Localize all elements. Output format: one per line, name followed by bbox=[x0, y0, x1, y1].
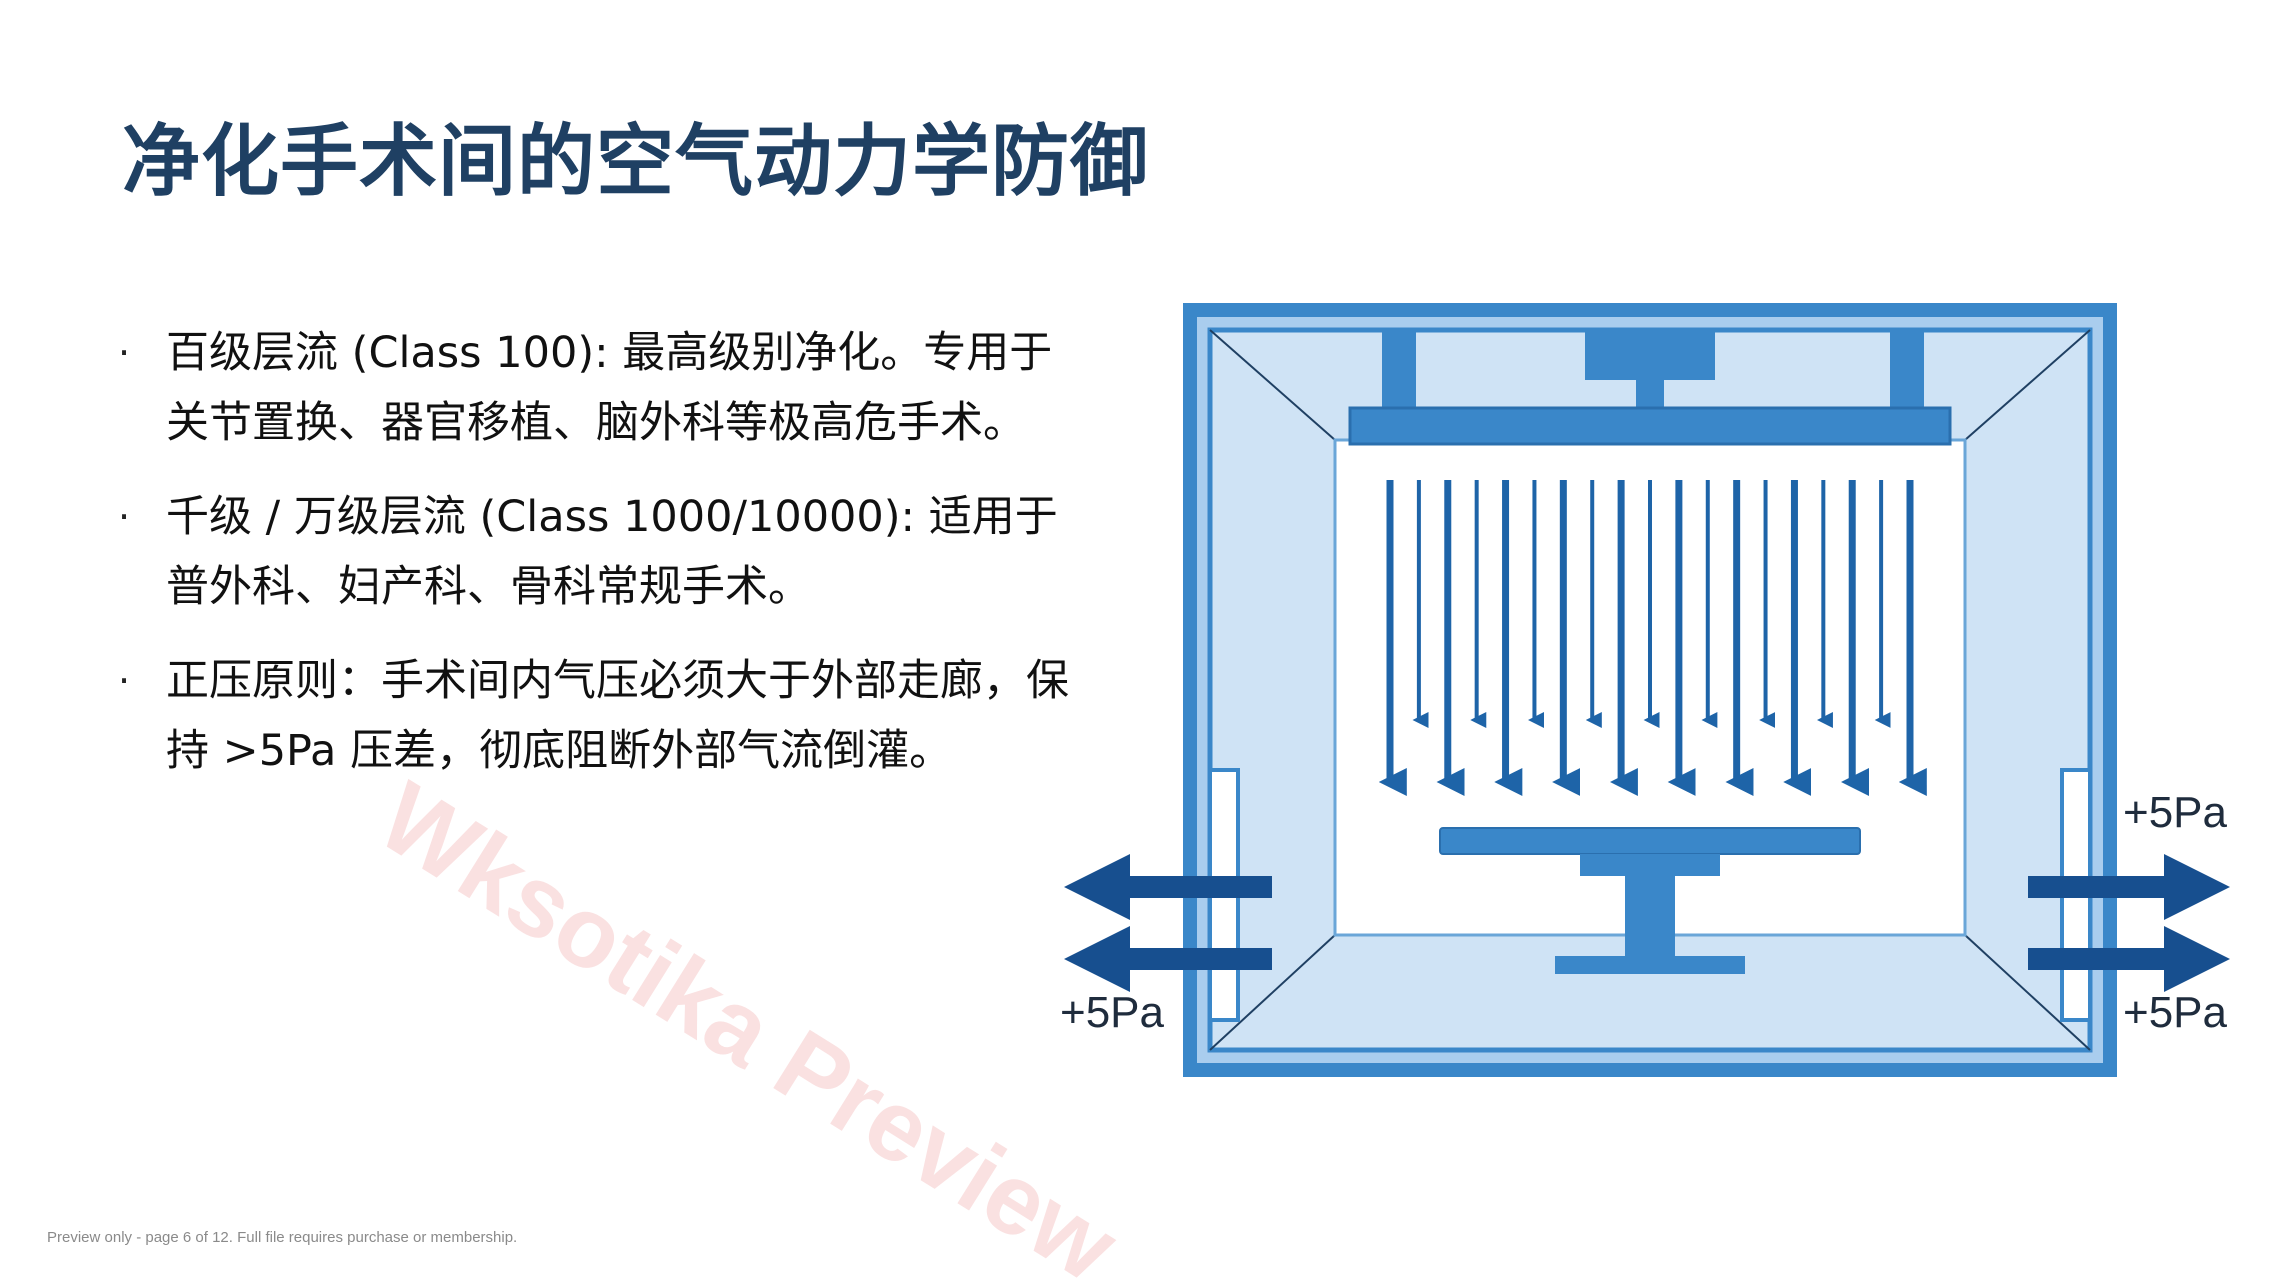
left-outflow-arrow bbox=[1064, 926, 1272, 992]
bullet-item-class-100: · 百级层流 (Class 100): 最高级别净化。专用于关节置换、器官移植、… bbox=[118, 318, 1078, 458]
operating-table-neck bbox=[1580, 854, 1720, 876]
bullet-text: 百级层流 (Class 100): 最高级别净化。专用于关节置换、器官移植、脑外… bbox=[166, 328, 1053, 448]
perspective-line bbox=[1964, 329, 2091, 441]
laminar-flow-room-diagram: +5Pa +5Pa +5Pa bbox=[1060, 300, 2240, 1080]
ceiling-support-left bbox=[1382, 330, 1416, 410]
laminar-flow-diffuser bbox=[1348, 406, 1952, 446]
slide-title: 净化手术间的空气动力学防御 bbox=[122, 117, 1150, 207]
right-outflow-arrow bbox=[2028, 854, 2230, 920]
ceiling-support-right bbox=[1890, 330, 1924, 410]
bullet-dot-icon: · bbox=[118, 659, 131, 703]
bullet-text: 千级 / 万级层流 (Class 1000/10000): 适用于普外科、妇产科… bbox=[166, 492, 1058, 612]
footer-note: Preview only - page 6 of 12. Full file r… bbox=[47, 1229, 518, 1246]
bullet-dot-icon: · bbox=[118, 495, 131, 539]
perspective-line bbox=[1209, 329, 1336, 441]
bullet-dot-icon: · bbox=[118, 331, 131, 375]
operating-table-top bbox=[1439, 827, 1861, 855]
pressure-label-right-bottom: +5Pa bbox=[2123, 988, 2227, 1037]
pressure-label-left: +5Pa bbox=[1060, 988, 1164, 1037]
pressure-label-right-top: +5Pa bbox=[2123, 788, 2227, 837]
laminar-flow-svg bbox=[1064, 303, 2230, 1077]
laminar-flow-arrows bbox=[1378, 480, 1927, 796]
bullet-list: · 百级层流 (Class 100): 最高级别净化。专用于关节置换、器官移植、… bbox=[118, 318, 1078, 786]
ceiling-center-block bbox=[1585, 330, 1715, 380]
operating-table-base bbox=[1555, 956, 1745, 974]
preview-watermark: Wksotika Preview bbox=[360, 760, 1136, 1280]
bullet-text: 正压原则：手术间内气压必须大于外部走廊，保持 >5Pa 压差，彻底阻断外部气流倒… bbox=[166, 656, 1069, 776]
operating-table-column bbox=[1625, 876, 1675, 956]
bullet-item-positive-pressure: · 正压原则：手术间内气压必须大于外部走廊，保持 >5Pa 压差，彻底阻断外部气… bbox=[118, 646, 1078, 786]
perspective-line bbox=[1964, 934, 2091, 1051]
right-outflow-arrow bbox=[2028, 926, 2230, 992]
bullet-item-class-1000: · 千级 / 万级层流 (Class 1000/10000): 适用于普外科、妇… bbox=[118, 482, 1078, 622]
perspective-line bbox=[1209, 934, 1336, 1051]
left-outflow-arrow bbox=[1064, 854, 1272, 920]
